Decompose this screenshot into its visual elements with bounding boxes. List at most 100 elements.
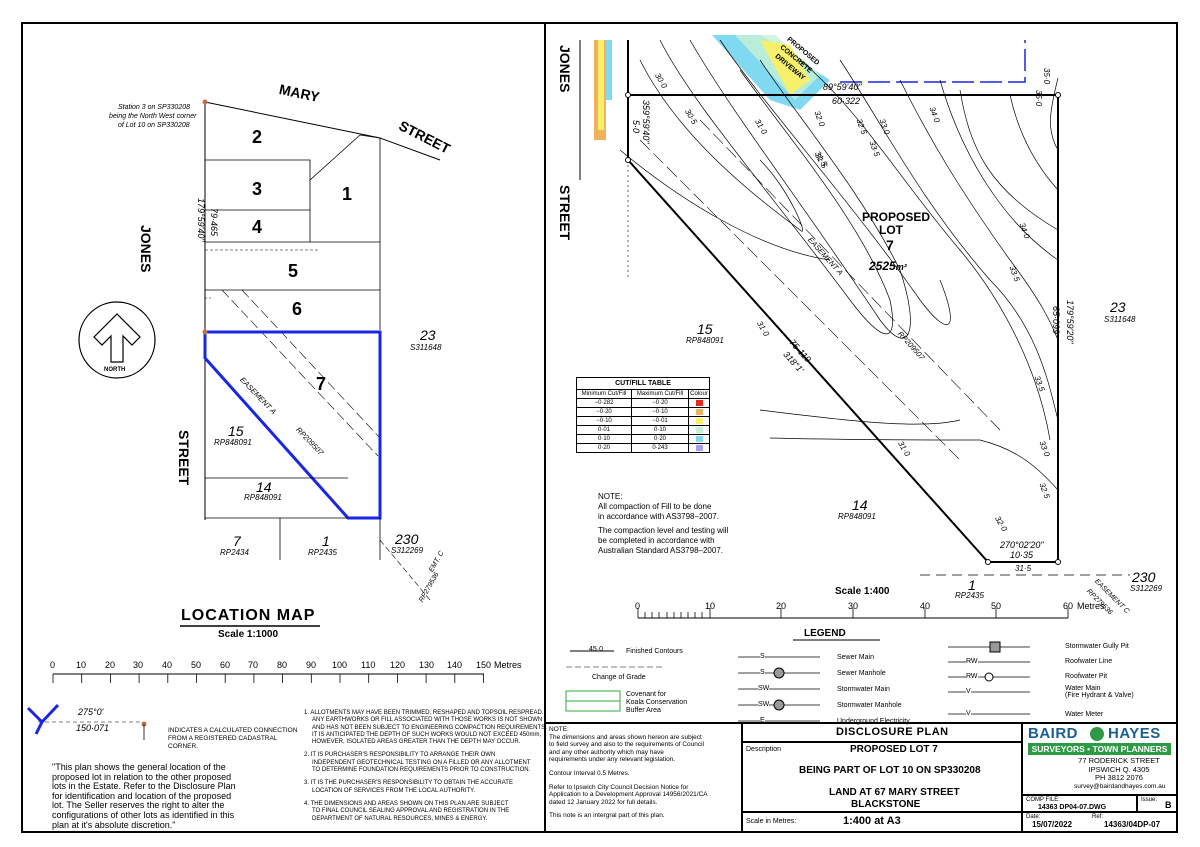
tb-company-cell xyxy=(1022,723,1177,795)
connection-dist: 150·071 xyxy=(76,723,110,733)
note-4-line: DEPARTMENT OF NATURAL RESOURCES, MINES &… xyxy=(312,815,488,822)
north-label: NORTH xyxy=(104,367,126,373)
legend-change-grade: Change of Grade xyxy=(592,674,646,681)
bearing-bottom: 270°02'20" xyxy=(1000,540,1044,550)
note-1-line: ANY EARTHWORKS OR FILL ASSOCIATED WITH T… xyxy=(312,717,543,724)
company-address: 77 RODERICK STREET IPSWICH Q. 4305 PH 38… xyxy=(1074,756,1166,791)
dp-neighbour-23-plan: S311648 xyxy=(1104,315,1136,324)
dp-scale-label: Scale 1:400 xyxy=(835,586,890,597)
lm-scale-unit: Metres xyxy=(494,660,522,670)
general-note-line: "This plan shows the general location of… xyxy=(52,762,226,772)
issue-value: B xyxy=(1165,800,1172,810)
lm-tick: 140 xyxy=(447,660,463,670)
cut-fill-swatch xyxy=(695,436,703,442)
cut-fill-min: 0·20 xyxy=(577,444,632,452)
note-1-line: IT IS ANTICIPATED THE DEPTH OF SUCH WORK… xyxy=(312,731,542,738)
legend-sym-sw2: SW xyxy=(758,701,770,708)
tb-heading: DISCLOSURE PLAN xyxy=(836,726,949,738)
note-1-line: AND HAS NOT BEEN SUBJECT TO ENGINEERING … xyxy=(312,724,547,731)
cut-fill-swatch-cell xyxy=(689,408,709,416)
cut-fill-max: 0·10 xyxy=(632,426,689,434)
note-3-line: 3. IT IS THE PURCHASER'S RESPONSIBILITY … xyxy=(304,780,513,787)
lm-tick: 30 xyxy=(133,660,144,670)
bearing-right: 179°59'20" xyxy=(1065,300,1075,344)
legend-stormwater-manhole: Stormwater Manhole xyxy=(837,702,902,709)
proposed-lot-title: PROPOSED xyxy=(862,210,931,224)
cut-fill-row: −0·10−0·01 xyxy=(577,417,709,426)
dp-neighbour-15-plan: RP848091 xyxy=(686,336,724,345)
tb-note-title: NOTE: xyxy=(549,726,569,733)
legend-gully-pit: Stormwater Gully Pit xyxy=(1065,643,1129,650)
plan-note-line: in accordance with AS3798–2007. xyxy=(598,512,719,521)
dp-neighbour-230-plan: S312269 xyxy=(1130,584,1163,593)
note-1-line: 1. ALLOTMENTS MAY HAVE BEEN TRIMMED, RES… xyxy=(304,710,544,716)
tb-desc-2: BEING PART OF LOT 10 ON SP330208 xyxy=(799,765,981,776)
dp-neighbour-23: 23 xyxy=(1110,299,1126,315)
lot-4-label: 4 xyxy=(252,217,263,237)
tb-note-line: and any other authority which may have xyxy=(549,748,664,756)
legend-sewer-main: Sewer Main xyxy=(837,654,874,661)
note-2-line: 2. IT IS PURCHASER'S RESPONSIBILITY TO A… xyxy=(304,752,496,759)
company-name-2: HAYES xyxy=(1108,725,1161,742)
lot-area-value: 2525 xyxy=(869,259,896,273)
contour-label: 35·0 xyxy=(1034,90,1043,107)
cut-fill-swatch xyxy=(695,409,703,415)
lot-7-label: 7 xyxy=(316,374,327,394)
cut-fill-h-min: Minimum Cut/Fill xyxy=(577,390,632,398)
bearing-top: 89°59'40" xyxy=(823,82,862,92)
legend-finished-contours: Finished Contours xyxy=(626,648,683,655)
dp-street-label: STREET xyxy=(557,185,573,241)
cut-fill-max: 0·243 xyxy=(632,444,689,452)
legend-water-main-sub: (Fire Hydrant & Valve) xyxy=(1065,692,1134,699)
tb-council-line: dated 12 January 2022 for full details. xyxy=(549,798,658,806)
cut-fill-h-max: Maximum Cut/Fill xyxy=(632,390,689,398)
tb-note: NOTE: The dimensions and areas shown her… xyxy=(549,726,708,820)
cut-fill-min: −0·282 xyxy=(577,399,632,407)
tb-description-label: Description xyxy=(746,746,782,753)
legend-sewer-manhole: Sewer Manhole xyxy=(837,670,886,677)
company-name-1: BAIRD xyxy=(1028,725,1078,742)
location-map-scale: Scale 1:1000 xyxy=(218,629,279,640)
tb-integral-note: This note is an intergral part of this p… xyxy=(549,812,665,820)
bearing-top-dist: 60·322 xyxy=(832,96,861,106)
legend-sym-sw: SW xyxy=(758,685,770,692)
cut-fill-row: −0·20−0·10 xyxy=(577,408,709,417)
bearing-right-dist: 65·099 xyxy=(1051,306,1061,335)
dp-jones-label: JONES xyxy=(557,45,573,93)
company-logo: BAIRD HAYES SURVEYORS • TOWN PLANNERS xyxy=(1028,726,1171,756)
cut-fill-title: CUT/FILL TABLE xyxy=(577,378,709,390)
legend-covenant-3: Buffer Area xyxy=(626,707,661,714)
bearing-bottom-dist: 10·35 xyxy=(1010,550,1034,560)
legend-water-meter: Water Meter xyxy=(1065,711,1104,718)
dp-tick: 20 xyxy=(776,601,787,611)
tb-desc-1: PROPOSED LOT 7 xyxy=(850,744,938,755)
legend-sym-v2: V xyxy=(966,710,971,717)
tb-note-line: to field survey and also to the requirem… xyxy=(549,741,705,749)
tb-note-line: requirements under any relevant legislat… xyxy=(549,756,676,764)
lm-tick: 90 xyxy=(306,660,317,670)
side-dist-label: 79·465 xyxy=(209,208,219,237)
connection-note-2: FROM A REGISTERED CADASTRAL xyxy=(168,735,278,742)
ref-label: Ref: xyxy=(1092,814,1104,820)
cut-fill-table: CUT/FILL TABLE Minimum Cut/Fill Maximum … xyxy=(576,377,710,453)
cut-fill-swatch-cell xyxy=(689,426,709,434)
lm-tick: 0 xyxy=(50,660,56,670)
contour-label: 31·5 xyxy=(1015,564,1032,573)
numbered-notes: 1. ALLOTMENTS MAY HAVE BEEN TRIMMED, RES… xyxy=(304,710,547,823)
legend-sym-v: V xyxy=(966,688,971,695)
general-note-line: lots in the Estate. Refer to the Disclos… xyxy=(52,781,236,792)
lm-tick: 50 xyxy=(191,660,202,670)
cut-fill-header: Minimum Cut/Fill Maximum Cut/Fill Colour xyxy=(577,390,709,399)
cut-fill-swatch xyxy=(695,418,703,424)
tb-issue-cell xyxy=(1137,795,1177,812)
note-3-line: LOCATION OF SERVICES FROM THE LOCAL AUTH… xyxy=(312,787,476,794)
comp-file-label: COMP FILE: xyxy=(1026,797,1060,803)
tb-scale-cell xyxy=(742,812,1022,832)
lot-area-unit: m² xyxy=(895,262,907,272)
lm-tick: 110 xyxy=(361,660,376,670)
tb-scale-label: Scale in Metres: xyxy=(746,818,797,825)
legend-sym-s: S xyxy=(760,653,765,660)
lot-2-label: 2 xyxy=(252,127,263,147)
